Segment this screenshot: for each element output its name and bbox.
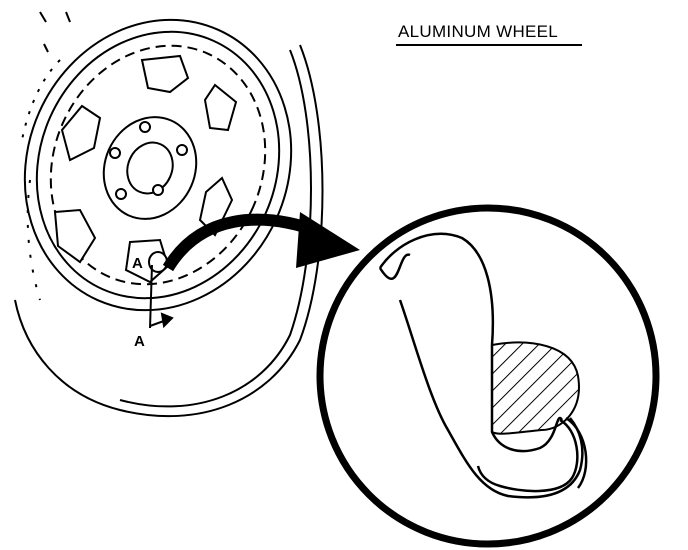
spoke-windows bbox=[53, 54, 238, 284]
section-label-upper: A bbox=[132, 255, 143, 272]
section-label-lower: A bbox=[134, 333, 145, 350]
diagram-title: ALUMINUM WHEEL bbox=[398, 22, 559, 41]
tire bbox=[14, 44, 324, 418]
curved-arrow bbox=[162, 212, 360, 272]
detail-view bbox=[316, 204, 660, 548]
edge-marks bbox=[39, 11, 71, 53]
hub bbox=[102, 116, 198, 220]
title-underline bbox=[396, 44, 582, 46]
